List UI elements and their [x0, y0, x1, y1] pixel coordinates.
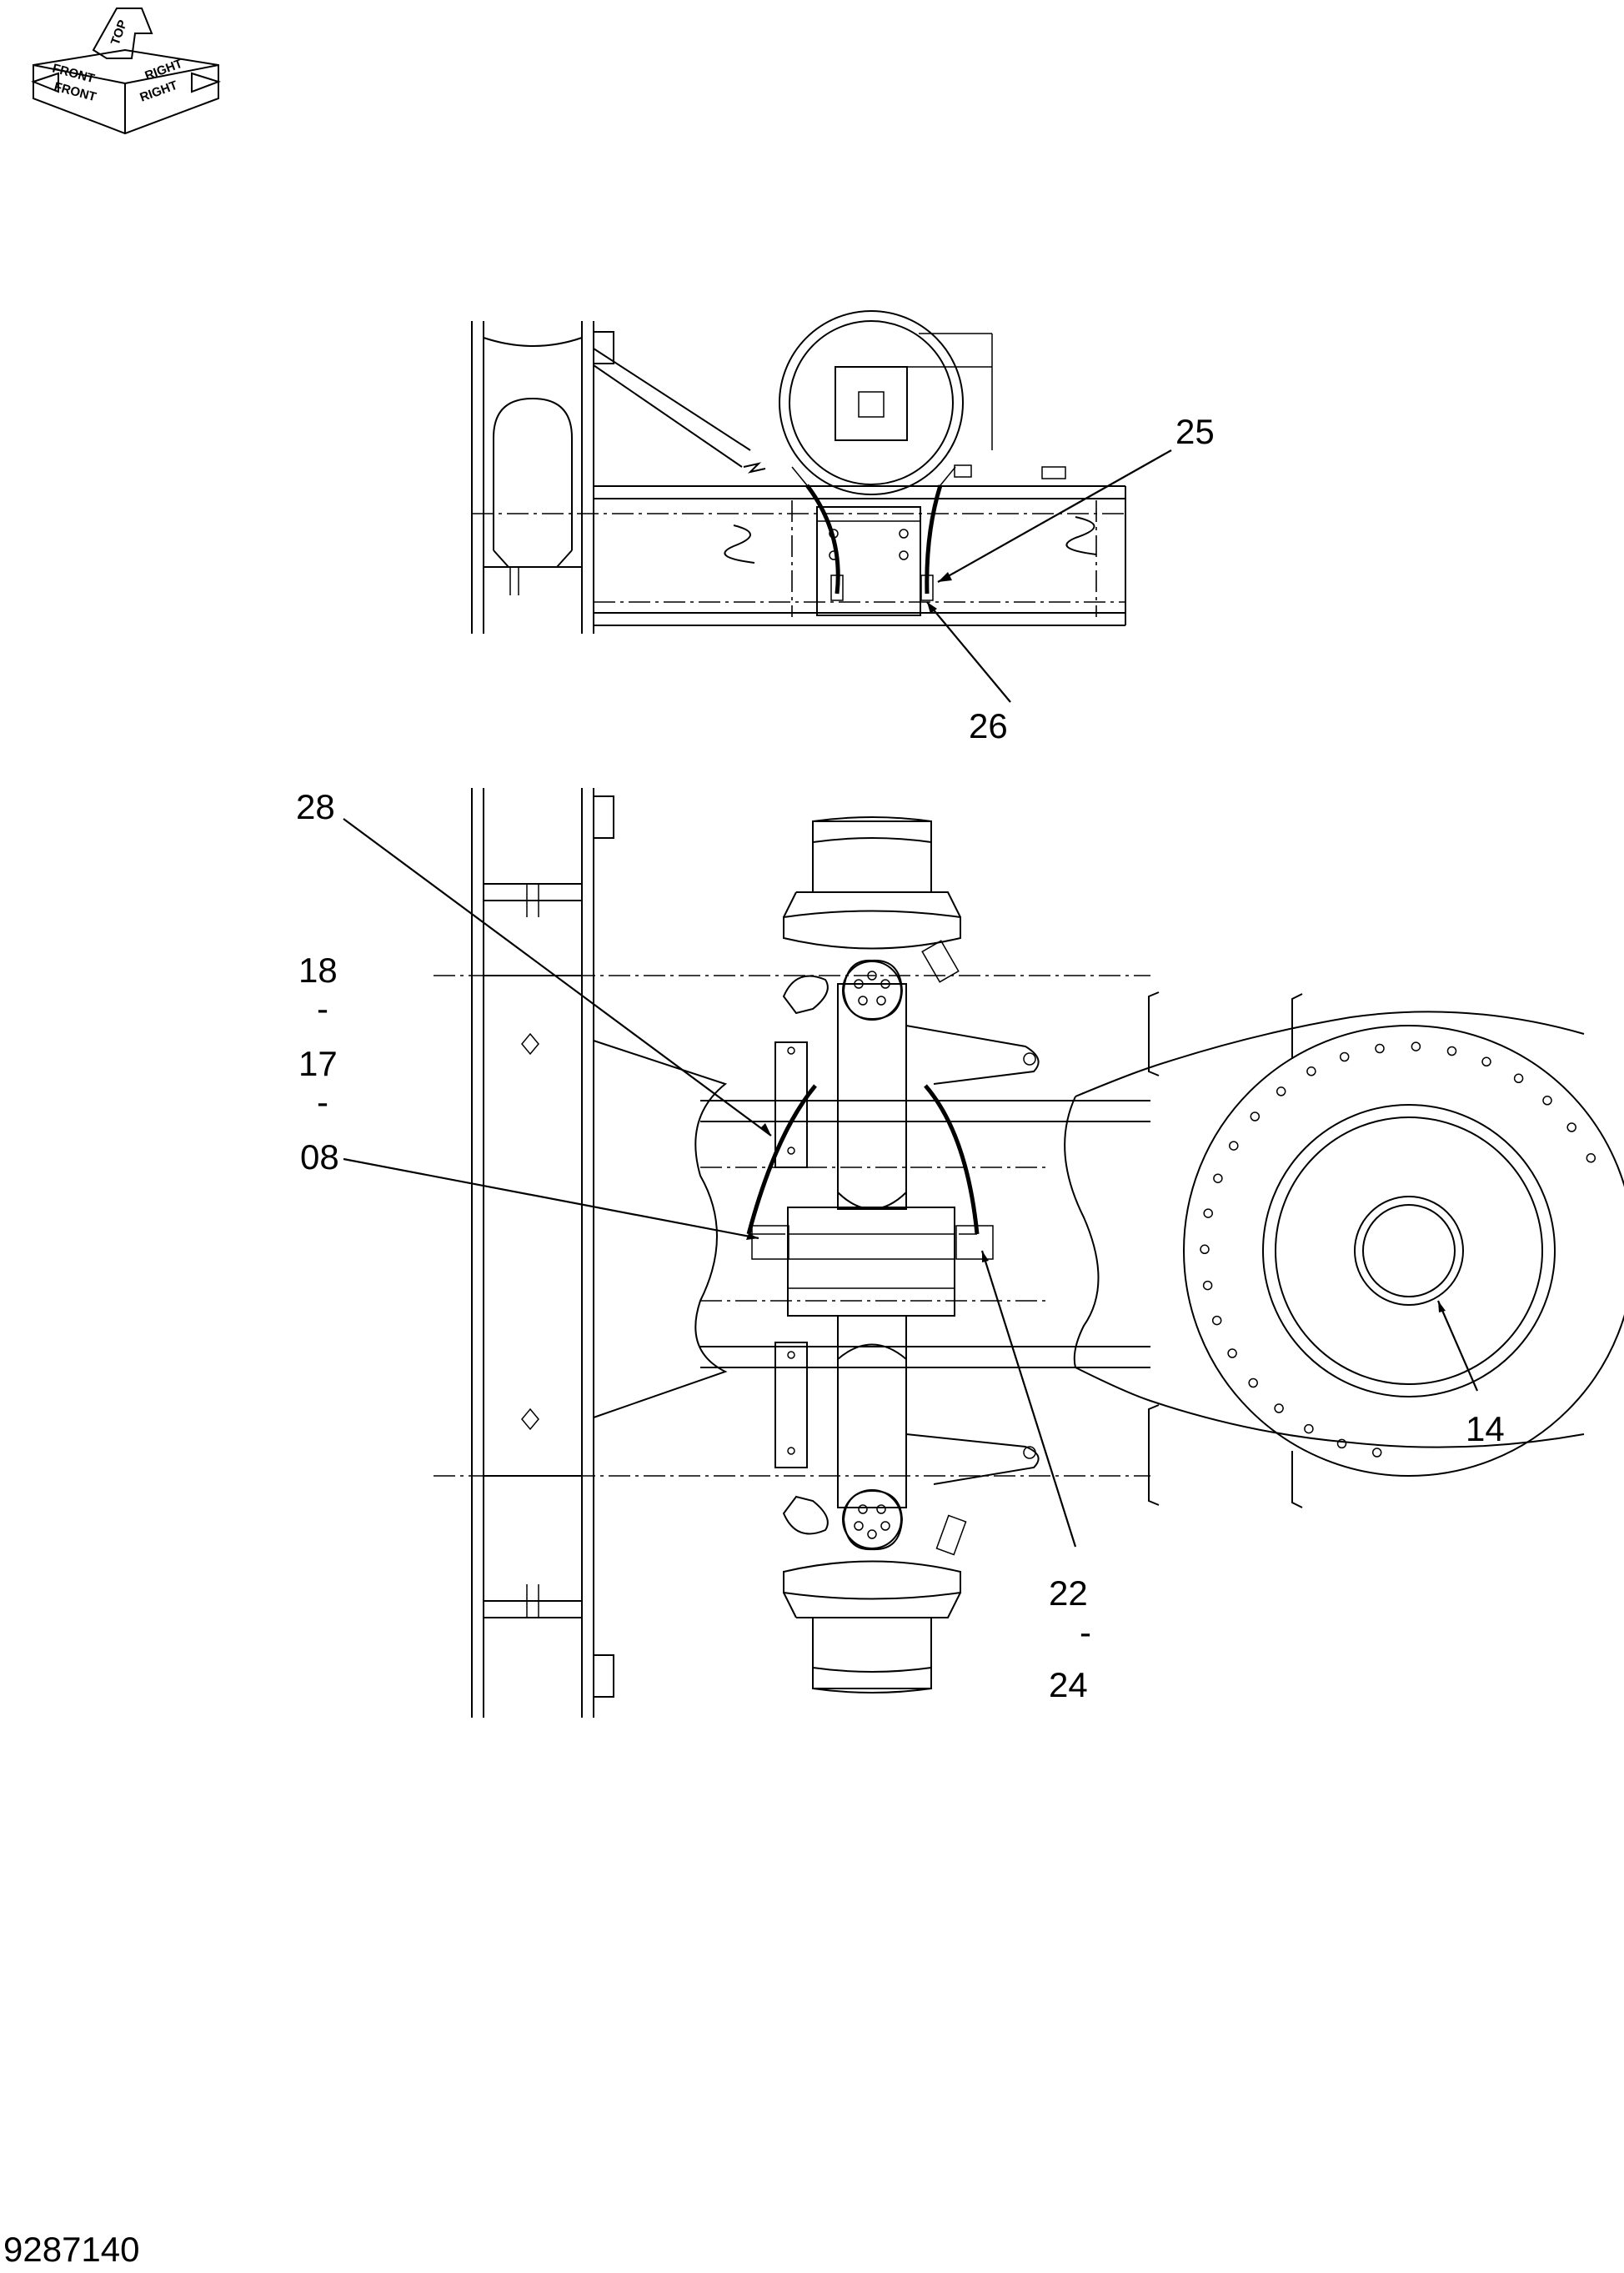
callout-14: 14 — [1466, 1409, 1505, 1448]
callouts: 25 26 28 18 - 17 - 08 14 22 - 24 — [296, 412, 1505, 1704]
bolt-hole — [1306, 1066, 1316, 1076]
bolt-hole — [1586, 1153, 1596, 1163]
callout-22: 22 — [1049, 1573, 1088, 1613]
orientation-top-label: TOP — [108, 18, 130, 48]
rear-elevation-view — [471, 310, 1126, 634]
bolt-hole — [1304, 1423, 1314, 1434]
bolt-hole — [1339, 1051, 1350, 1062]
callout-28: 28 — [296, 787, 335, 826]
bolt-hole — [1200, 1244, 1210, 1255]
document-number: 9287140 — [3, 2230, 140, 2269]
bolt-hole — [1566, 1122, 1576, 1132]
plan-view — [434, 788, 1624, 1718]
bolt-hole — [1203, 1208, 1213, 1218]
bolt-circle — [1200, 1041, 1596, 1458]
bolt-hole — [1202, 1280, 1213, 1291]
callout-17: 17 — [298, 1044, 338, 1083]
bolt-hole — [1371, 1448, 1382, 1458]
callout-18: 18 — [298, 951, 338, 990]
bolt-hole — [1227, 1348, 1237, 1358]
callout-25: 25 — [1175, 412, 1215, 451]
callout-range-dash-18-17: - — [317, 989, 328, 1028]
leader-lines — [343, 449, 1479, 1548]
callout-26: 26 — [969, 706, 1008, 745]
callout-24: 24 — [1049, 1665, 1088, 1704]
bolt-hole — [1211, 1315, 1222, 1326]
callout-08: 08 — [300, 1137, 339, 1177]
bolt-hole — [1276, 1086, 1286, 1096]
callout-range-dash-22-24: - — [1080, 1613, 1091, 1652]
top-arrow-icon — [92, 8, 153, 59]
front-arrow-icon — [31, 72, 59, 93]
bolt-hole — [1274, 1403, 1284, 1413]
callout-range-dash-17-08: - — [317, 1082, 328, 1121]
bolt-hole — [1542, 1096, 1552, 1106]
bolt-hole — [1481, 1056, 1491, 1067]
bolt-hole — [1411, 1041, 1421, 1051]
bolt-hole — [1375, 1043, 1385, 1054]
orientation-right-mirror-label: RIGHT — [143, 57, 185, 83]
bolt-hole — [1248, 1377, 1258, 1388]
bolt-hole — [1213, 1173, 1223, 1183]
orientation-right-label: RIGHT — [138, 78, 180, 105]
bolt-hole — [1336, 1438, 1347, 1449]
orientation-cube-icon: TOP FRONT FRONT RIGHT RIGHT — [31, 8, 222, 135]
bolt-hole — [1513, 1073, 1524, 1084]
right-arrow-icon — [191, 72, 222, 93]
bolt-hole — [1250, 1111, 1261, 1121]
bolt-hole — [1229, 1141, 1239, 1151]
bolt-hole — [1446, 1046, 1457, 1056]
